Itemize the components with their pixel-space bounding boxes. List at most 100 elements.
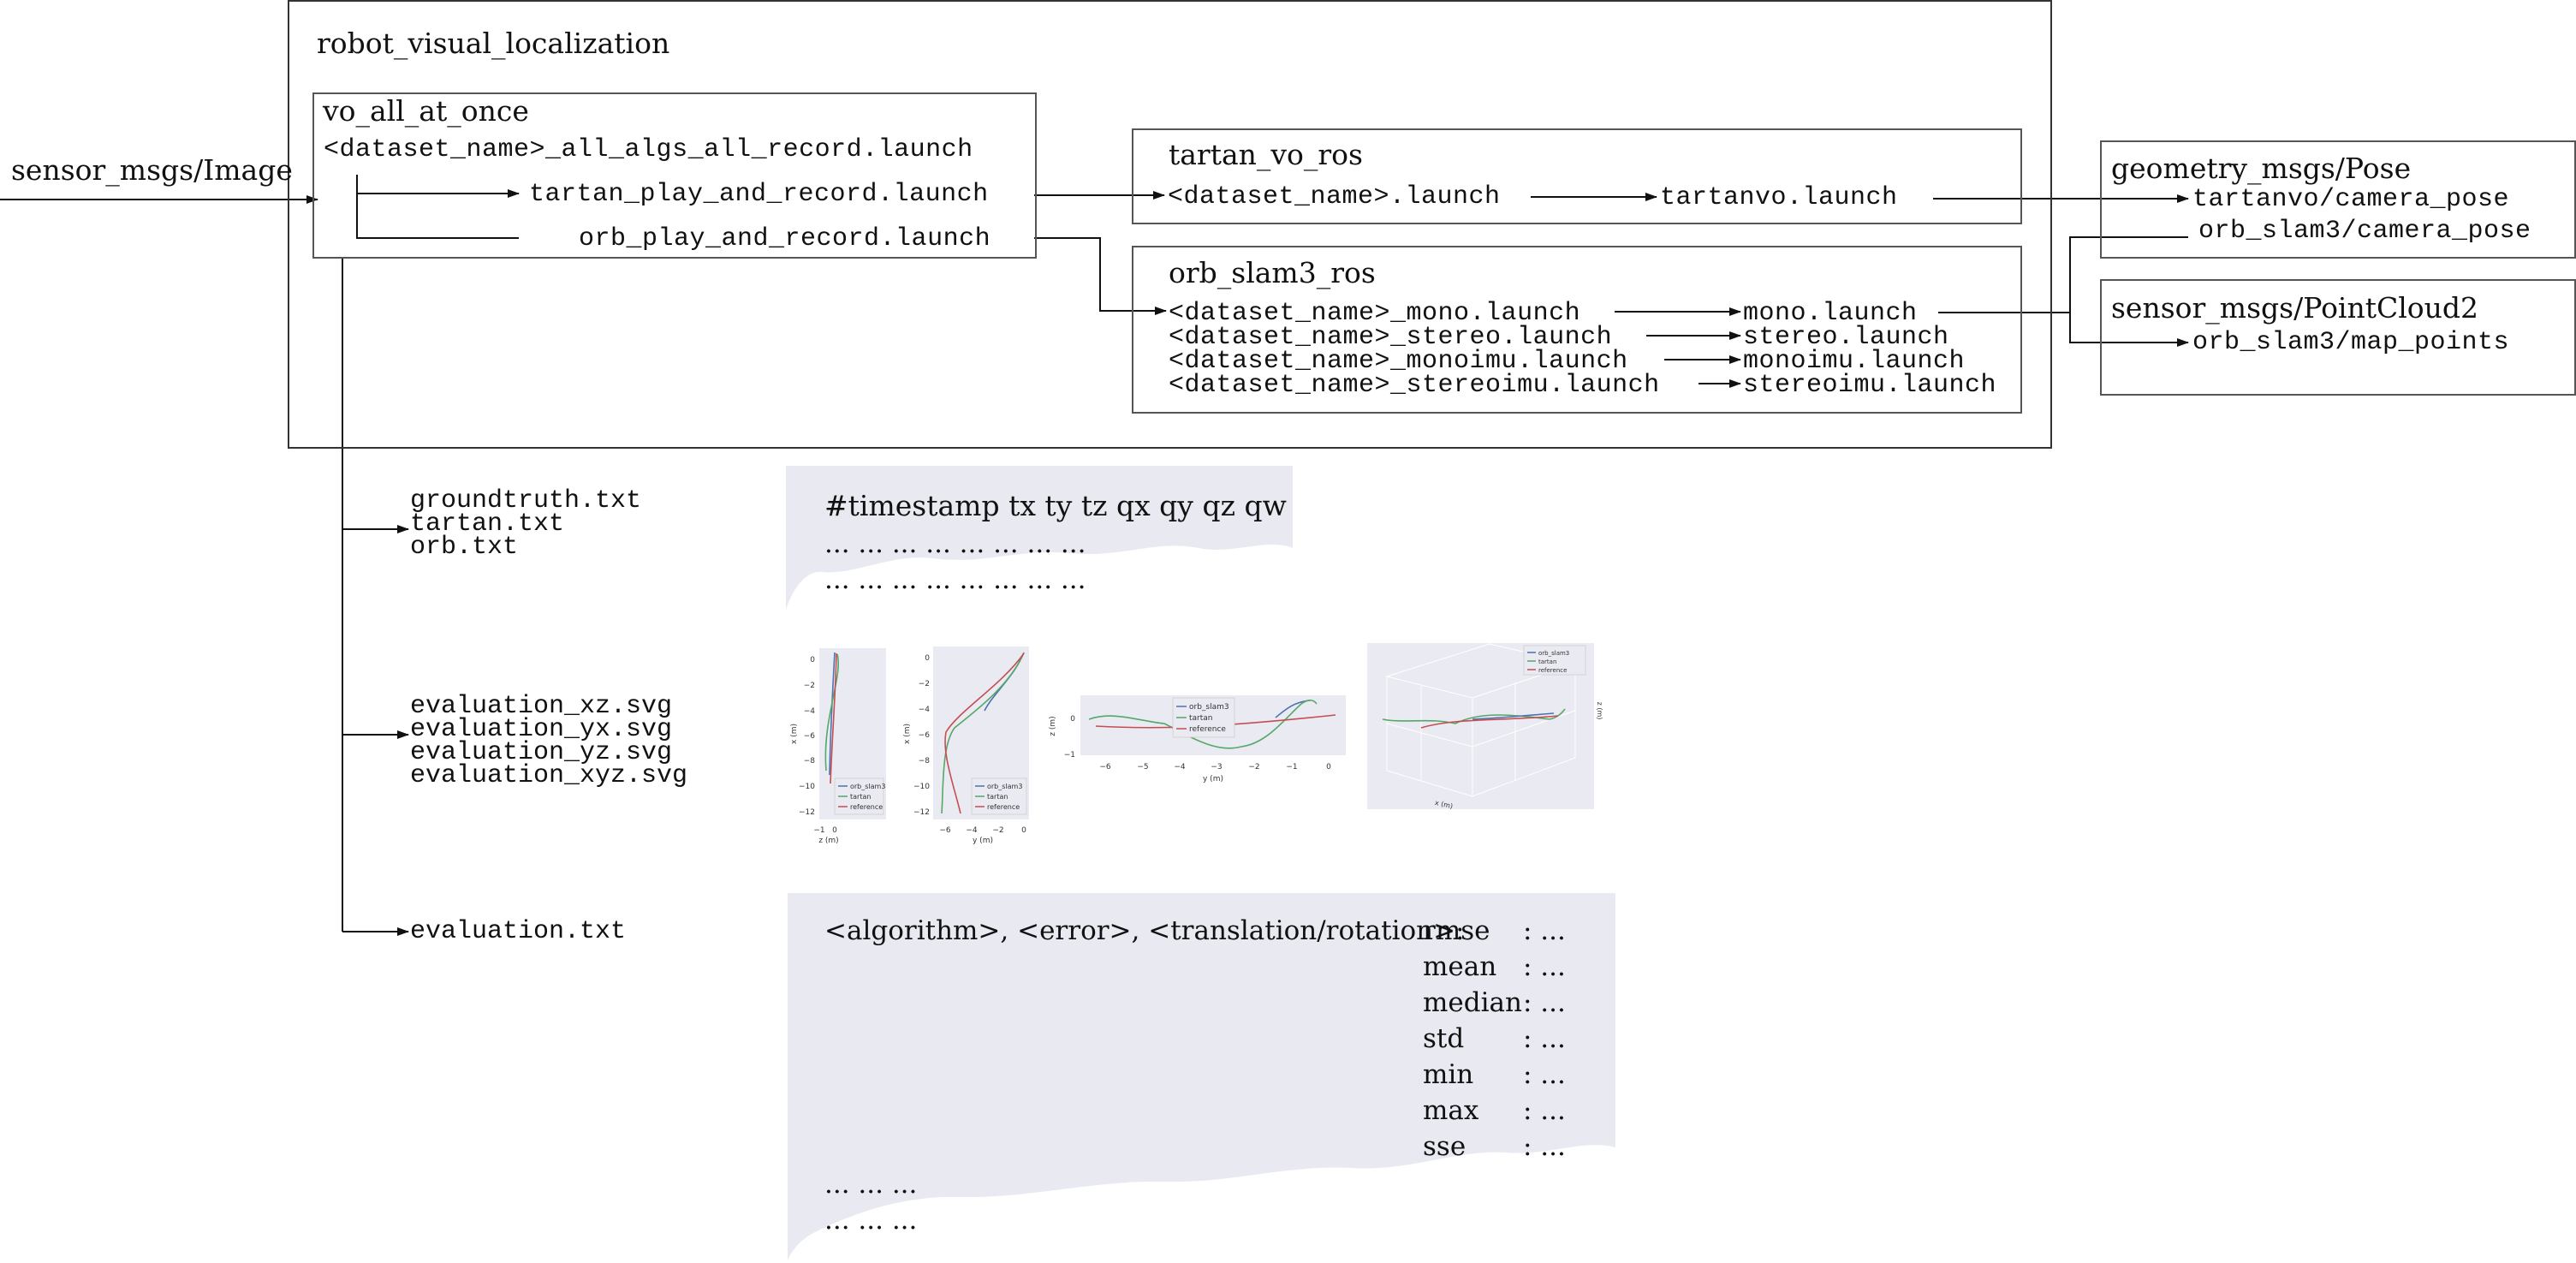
plot-xz-ytick: 0 [810, 656, 815, 664]
plot-yz-xtick: −1 [1286, 763, 1297, 772]
plot-yz-series-tartan [1088, 700, 1318, 749]
plot-yz: 0 −1 −6 −5 −4 −3 −2 −1 0 y (m) z (m) orb… [1049, 695, 1346, 783]
plot-yz-ytick: 0 [1070, 715, 1075, 724]
plot-yx-ytick: −6 [919, 731, 931, 740]
pointcloud-topic: orb_slam3/map_points [2192, 328, 2510, 357]
eval-metric: min [1423, 1059, 1474, 1090]
tartan-vo-ros-box [1132, 128, 2022, 224]
plot-xz-ytick: −6 [804, 732, 816, 741]
plot-xz-legend-label: orb_slam3 [850, 783, 885, 790]
plot-yz-ylabel: z (m) [1049, 716, 1057, 736]
robot-visual-localization-package [288, 0, 2052, 449]
plot-yx-ytick: −8 [919, 757, 931, 766]
pose-output-title: geometry_msgs/Pose [2111, 152, 2412, 185]
plot-xz-ytick: −10 [799, 783, 815, 791]
plot-yx-xtick: −6 [939, 826, 951, 835]
plot-yx-xlabel: y (m) [973, 837, 993, 845]
plot-yx-ylabel: x (m) [903, 724, 912, 744]
eval-value: : ... [1523, 1059, 1566, 1090]
edge-mono-to-mappoints [2069, 313, 2189, 347]
trajectory-doc-header: #timestamp tx ty tz qx qy qz qw [824, 489, 1287, 522]
eval-metric: mean [1423, 951, 1497, 982]
orb-dataset-launch: <dataset_name>_stereo.launch [1169, 323, 1613, 352]
eval-metric: median [1423, 987, 1522, 1018]
main-launch-file: <dataset_name>_all_algs_all_record.launc… [324, 135, 973, 164]
plot-yx-xtick: −4 [966, 826, 978, 835]
pose-topic: tartanvo/camera_pose [2192, 185, 2510, 214]
trajectory-doc-shape [786, 466, 1293, 610]
eval-value: : ... [1523, 1095, 1566, 1126]
vo-all-at-once-box [312, 92, 1037, 259]
plot-xyz-series-orb [1472, 712, 1555, 720]
plot-yz-xtick: −2 [1248, 763, 1259, 772]
plot-xyz-legend-label: tartan [1538, 658, 1556, 665]
plot-yx-xtick: 0 [1021, 826, 1026, 835]
orb-node-launch: mono.launch [1743, 299, 1918, 328]
plot-xz-legend-label: reference [850, 803, 883, 811]
plot-xyz-legend-label: orb_slam3 [1538, 650, 1569, 657]
orb-slam3-ros-box [1132, 246, 2022, 414]
plot-xz-ytick: −8 [804, 757, 816, 766]
tartan-vo-ros-title: tartan_vo_ros [1169, 138, 1363, 171]
plot-yx-ytick: −4 [919, 706, 931, 714]
trajectory-doc-row: ... ... ... ... ... ... ... ... [824, 564, 1086, 595]
plot-xz-ytick: −12 [799, 808, 815, 817]
orb-dataset-launch: <dataset_name>_stereoimu.launch [1169, 371, 1660, 400]
trajectory-file-list: groundtruth.txt tartan.txt orb.txt [410, 488, 641, 562]
evaluation-svg-file: evaluation_yz.svg [410, 738, 673, 767]
plot-yx-ytick: −2 [919, 680, 930, 688]
plot-xz-xlabel: z (m) [818, 837, 838, 845]
plot-xz-ylabel: x (m) [790, 724, 799, 744]
plot-yx-series-reference [944, 652, 1025, 814]
trajectory-doc-row: ... ... ... ... ... ... ... ... [824, 528, 1086, 559]
evaluation-svg-file: evaluation_xyz.svg [410, 761, 688, 790]
plot-yz-xtick: −6 [1099, 763, 1111, 772]
evaluation-txt-file: evaluation.txt [410, 917, 627, 946]
plot-xz-ytick: −2 [804, 682, 815, 690]
evaluation-svg-file: evaluation_yx.svg [410, 715, 673, 744]
plot-yz-legend-label: reference [1189, 725, 1226, 734]
plot-xz-xtick: 0 [832, 826, 837, 835]
plot-xz-legend-label: tartan [850, 793, 871, 801]
input-topic-label: sensor_msgs/Image [11, 153, 293, 187]
plot-yz-xlabel: y (m) [1203, 775, 1223, 783]
eval-doc-prefix: <algorithm>, <error>, <translation/rotat… [824, 915, 1465, 946]
plot-xz-series-orb [829, 652, 836, 776]
pointcloud-output-box [2100, 279, 2576, 396]
connectors [0, 175, 2189, 936]
orb-node-launch: monoimu.launch [1743, 347, 1966, 376]
eval-metric: std [1423, 1023, 1465, 1054]
eval-value: : ... [1523, 1131, 1566, 1162]
orb-node-launch: stereoimu.launch [1743, 371, 1997, 400]
orb-slam3-ros-title: orb_slam3_ros [1169, 256, 1376, 289]
orb-node-launch: stereo.launch [1743, 323, 1949, 352]
trajectory-file: tartan.txt [410, 509, 565, 539]
eval-value: : ... [1523, 987, 1566, 1018]
trajectory-file: orb.txt [410, 533, 519, 562]
plot-yz-xtick: −4 [1174, 763, 1186, 772]
plot-xz-ytick: −4 [804, 707, 816, 716]
plot-yx-legend-label: reference [987, 803, 1020, 811]
robot-visual-localization-title: robot_visual_localization [317, 27, 670, 60]
plot-yz-xtick: −5 [1137, 763, 1148, 772]
plot-xz-xtick: −1 [813, 826, 824, 835]
plot-yx-legend-label: orb_slam3 [987, 783, 1022, 790]
plot-yx-legend-label: tartan [987, 793, 1008, 801]
eval-doc-trailer: ... ... ... [824, 1205, 918, 1236]
plot-yz-ytick: −1 [1064, 751, 1075, 760]
plot-yx-ytick: −10 [913, 783, 930, 791]
eval-value: : ... [1523, 1023, 1566, 1054]
plot-yx-ytick: 0 [925, 654, 930, 663]
plot-xyz: orb_slam3 tartan reference x (m) z (m) [1367, 643, 1603, 810]
pose-output-box [2100, 140, 2576, 259]
edge-launcher-to-orb-play [356, 194, 519, 239]
plot-yx-xtick: −2 [992, 826, 1003, 835]
evaluation-svg-file: evaluation_xz.svg [410, 692, 673, 721]
eval-value: : ... [1523, 951, 1566, 982]
pointcloud-output-title: sensor_msgs/PointCloud2 [2111, 291, 2479, 325]
vo-all-at-once-title: vo_all_at_once [323, 94, 529, 128]
plot-yx-series-tartan [941, 652, 1025, 814]
plot-yz-xtick: 0 [1326, 763, 1331, 772]
eval-metric: rmse [1423, 915, 1490, 946]
